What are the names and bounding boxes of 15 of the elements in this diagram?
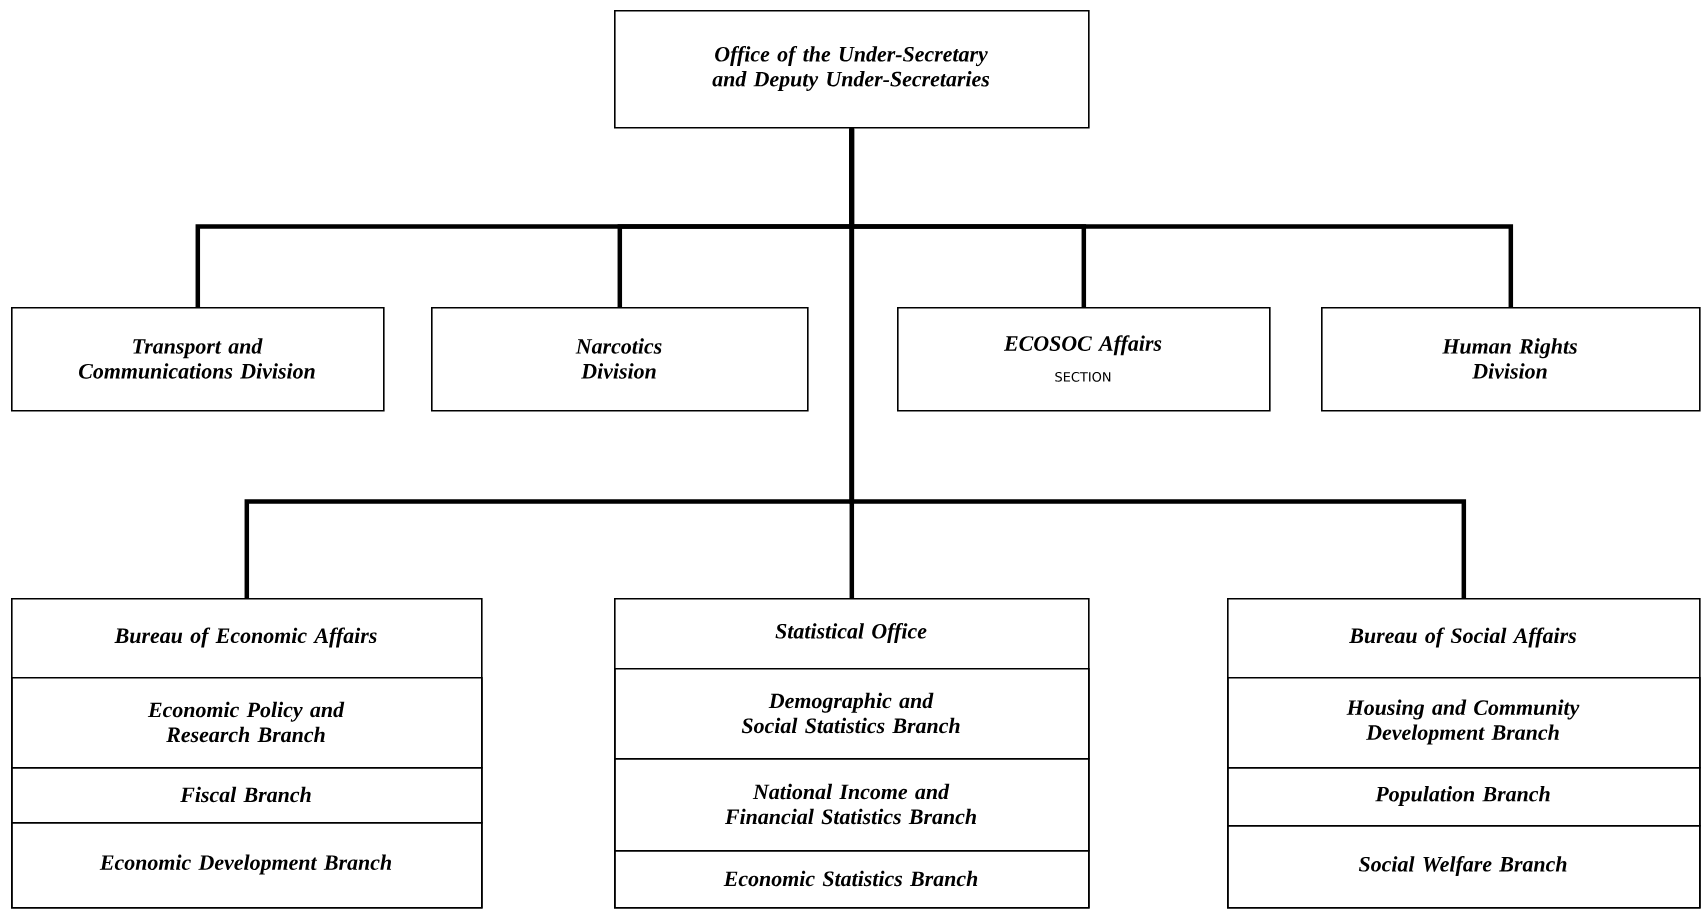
- branch-row: Housing and Community Development Branch: [1227, 677, 1701, 769]
- org-box: ECOSOC Affairs SECTION: [897, 307, 1271, 412]
- branch-row: Demographic and Social Statistics Branch: [614, 668, 1090, 760]
- branch-row: Economic Development Branch: [11, 822, 483, 909]
- branch-row: Fiscal Branch: [11, 767, 483, 824]
- org-box: Human Rights Division: [1321, 307, 1701, 412]
- connector: [849, 128, 1467, 598]
- org-box: Narcotics Division: [431, 307, 809, 412]
- branch-row: Population Branch: [1227, 767, 1701, 827]
- branch-row: Social Welfare Branch: [1227, 825, 1701, 909]
- org-box: Transport and Communications Division: [11, 307, 385, 412]
- org-box: Office of the Under-Secretary and Deputy Under-Secretaries: [614, 10, 1090, 129]
- branch-row: National Income and Financial Statistics Branch: [614, 758, 1090, 852]
- branch-row: Economic Policy and Research Branch: [11, 677, 483, 769]
- branch-row: Economic Statistics Branch: [614, 850, 1090, 909]
